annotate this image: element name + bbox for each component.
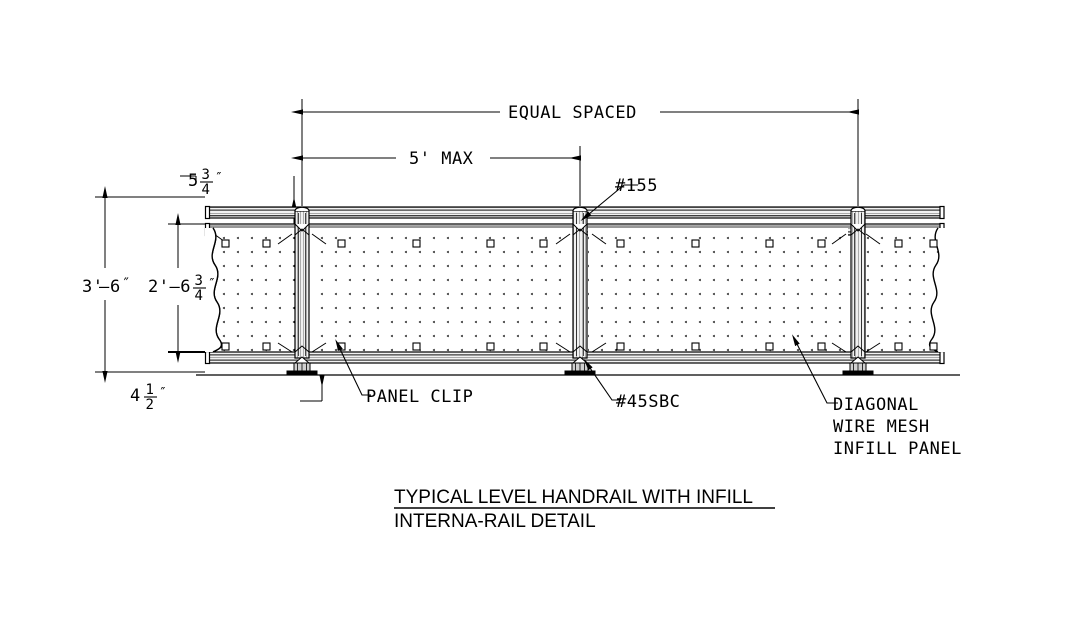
post-group: [286, 206, 874, 376]
panel-clip: [262, 342, 271, 351]
svg-text:″: ″: [159, 386, 167, 401]
panel-clip: [412, 342, 421, 351]
svg-text:3: 3: [202, 167, 211, 183]
post: [286, 206, 318, 376]
panel-clip: [817, 239, 826, 248]
callout-top-rail-part: #155: [615, 176, 658, 196]
panel-clip: [894, 342, 903, 351]
svg-text:–: –: [99, 277, 110, 297]
panel-clip: [262, 239, 271, 248]
svg-text:″: ″: [208, 277, 216, 292]
panel-clip: [221, 342, 230, 351]
panel-clip: [765, 239, 774, 248]
panel-clip: [691, 342, 700, 351]
svg-text:″: ″: [215, 171, 223, 186]
callout-base-part: #45SBC: [616, 392, 680, 412]
text-layer: EQUAL SPACED 5' MAX 3' – 6 ″ 2'–6 3 4 ″ …: [82, 103, 962, 459]
svg-text:4: 4: [195, 288, 204, 304]
panel-clip: [894, 239, 903, 248]
svg-text:3': 3': [82, 277, 103, 297]
panel-clip: [412, 239, 421, 248]
panel-clip: [337, 239, 346, 248]
panel-clip: [929, 239, 938, 248]
panel-clip: [929, 342, 938, 351]
label-base-height: 4 1 2 ″: [130, 382, 167, 413]
dimension-infill-height: [168, 213, 208, 363]
panel-clip: [616, 342, 625, 351]
svg-text:4: 4: [130, 386, 141, 406]
title-line-1: TYPICAL LEVEL HANDRAIL WITH INFILL: [394, 487, 753, 508]
label-infill-height: 2'–6 3 4 ″: [148, 273, 216, 304]
dimension-base-height: [300, 375, 325, 402]
panel-clip-group: [221, 239, 938, 351]
post: [564, 206, 596, 376]
panel-clip: [486, 239, 495, 248]
panel-clip: [817, 342, 826, 351]
panel-clip: [221, 239, 230, 248]
label-equal-spaced: EQUAL SPACED: [508, 103, 637, 123]
panel-clip: [765, 342, 774, 351]
title-line-2: INTERNA-RAIL DETAIL: [394, 511, 596, 532]
post: [842, 206, 874, 376]
panel-clip: [337, 342, 346, 351]
callout-infill-line2: WIRE MESH: [833, 417, 930, 437]
label-post-spacing: 5' MAX: [409, 149, 474, 169]
title-block: TYPICAL LEVEL HANDRAIL WITH INFILL INTER…: [394, 487, 775, 532]
dimension-equal-spaced: [291, 99, 859, 206]
callout-infill-line3: INFILL PANEL: [833, 439, 962, 459]
svg-text:5: 5: [188, 171, 199, 191]
label-top-rail-offset: 5 3 4 ″: [188, 167, 223, 198]
svg-text:2: 2: [146, 397, 155, 413]
svg-text:2'–6: 2'–6: [148, 277, 191, 297]
callout-infill-line1: DIAGONAL: [833, 395, 919, 415]
panel-clip: [691, 239, 700, 248]
svg-text:1: 1: [146, 382, 155, 398]
panel-clip: [616, 239, 625, 248]
panel-clip: [539, 239, 548, 248]
label-overall-height: 3' – 6 ″: [82, 276, 131, 297]
svg-text:″: ″: [122, 276, 131, 292]
panel-clip: [486, 342, 495, 351]
svg-text:3: 3: [195, 273, 204, 289]
svg-text:4: 4: [202, 182, 211, 198]
dimension-overall-height: [95, 186, 205, 383]
panel-clip: [539, 342, 548, 351]
wire-mesh-infill-panel: [209, 228, 942, 352]
callout-panel-clip: PANEL CLIP: [366, 387, 473, 407]
svg-text:6: 6: [110, 277, 121, 297]
leader-lines: [335, 184, 838, 404]
